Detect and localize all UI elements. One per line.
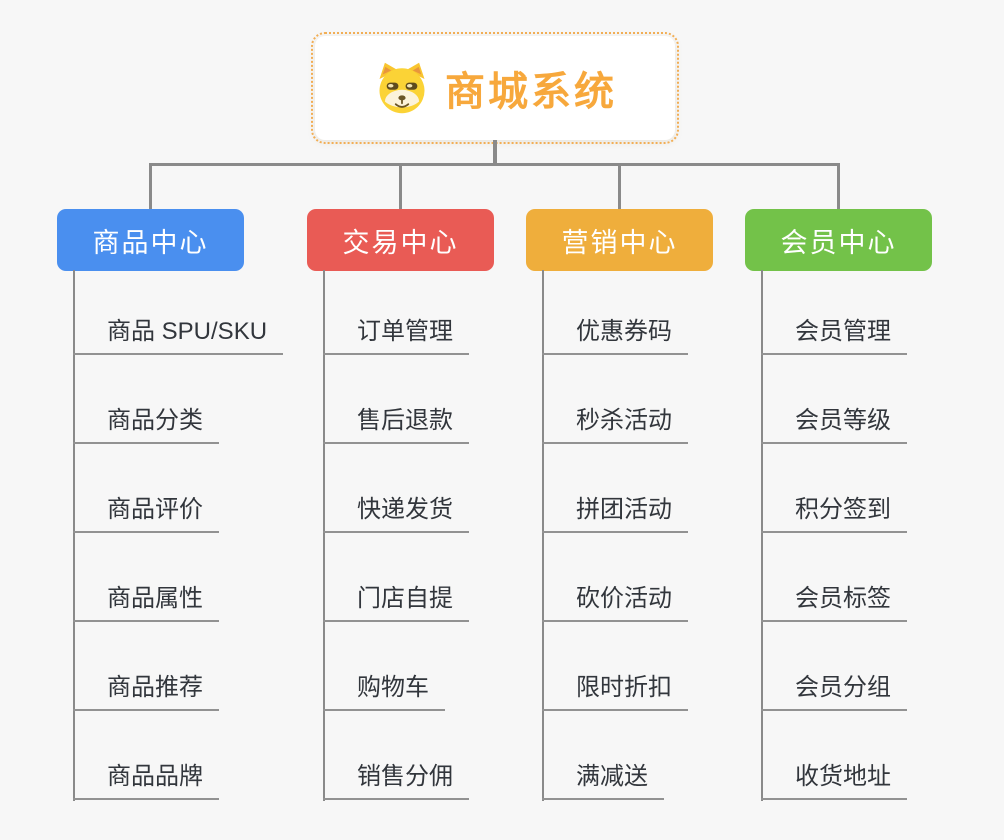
root-node[interactable]: 商城系统 [311, 32, 679, 144]
connector-root-stem [493, 140, 497, 166]
leaf-node[interactable]: 砍价活动 [542, 584, 688, 622]
leaf-node[interactable]: 商品属性 [73, 584, 219, 622]
leaf-column-marketing: 优惠券码 秒杀活动 拼团活动 砍价活动 限时折扣 满减送 [542, 270, 688, 800]
branch-label: 商品中心 [92, 227, 209, 258]
connector-horizontal-bus [149, 163, 840, 166]
connector-drop-member [837, 163, 840, 209]
leaf-node[interactable]: 商品分类 [73, 406, 219, 444]
leaf-node[interactable]: 售后退款 [323, 406, 469, 444]
connector-children-line-trade [323, 270, 325, 801]
connector-drop-product [149, 163, 152, 209]
leaf-column-trade: 订单管理 售后退款 快递发货 门店自提 购物车 销售分佣 [323, 270, 469, 800]
connector-drop-trade [399, 163, 402, 209]
branch-node-member-center[interactable]: 会员中心 [745, 209, 932, 271]
leaf-column-product: 商品 SPU/SKU 商品分类 商品评价 商品属性 商品推荐 商品品牌 [73, 270, 284, 800]
leaf-node[interactable]: 限时折扣 [542, 673, 688, 711]
leaf-node[interactable]: 订单管理 [323, 317, 469, 355]
branch-node-product-center[interactable]: 商品中心 [57, 209, 244, 271]
leaf-node[interactable]: 商品 SPU/SKU [73, 317, 284, 355]
connector-children-line-member [761, 270, 763, 801]
leaf-node[interactable]: 收货地址 [761, 762, 907, 800]
leaf-node[interactable]: 商品品牌 [73, 762, 219, 800]
leaf-node[interactable]: 门店自提 [323, 584, 469, 622]
shiba-dog-icon [373, 61, 431, 115]
leaf-node[interactable]: 积分签到 [761, 495, 907, 533]
leaf-column-member: 会员管理 会员等级 积分签到 会员标签 会员分组 收货地址 [761, 270, 907, 800]
branch-node-marketing-center[interactable]: 营销中心 [526, 209, 713, 271]
leaf-node[interactable]: 购物车 [323, 673, 445, 711]
leaf-node[interactable]: 满减送 [542, 762, 664, 800]
leaf-node[interactable]: 快递发货 [323, 495, 469, 533]
leaf-node[interactable]: 会员等级 [761, 406, 907, 444]
branch-node-trade-center[interactable]: 交易中心 [307, 209, 494, 271]
leaf-node[interactable]: 销售分佣 [323, 762, 469, 800]
leaf-node[interactable]: 拼团活动 [542, 495, 688, 533]
leaf-node[interactable]: 商品评价 [73, 495, 219, 533]
leaf-node[interactable]: 会员管理 [761, 317, 907, 355]
leaf-node[interactable]: 会员分组 [761, 673, 907, 711]
leaf-node[interactable]: 会员标签 [761, 584, 907, 622]
connector-drop-marketing [618, 163, 621, 209]
branch-label: 会员中心 [780, 227, 897, 258]
leaf-node[interactable]: 秒杀活动 [542, 406, 688, 444]
leaf-node[interactable]: 优惠券码 [542, 317, 688, 355]
leaf-node[interactable]: 商品推荐 [73, 673, 219, 711]
connector-children-line-product [73, 270, 75, 801]
root-title: 商城系统 [445, 70, 617, 114]
connector-children-line-marketing [542, 270, 544, 801]
branch-label: 交易中心 [342, 227, 459, 258]
branch-label: 营销中心 [561, 227, 678, 258]
